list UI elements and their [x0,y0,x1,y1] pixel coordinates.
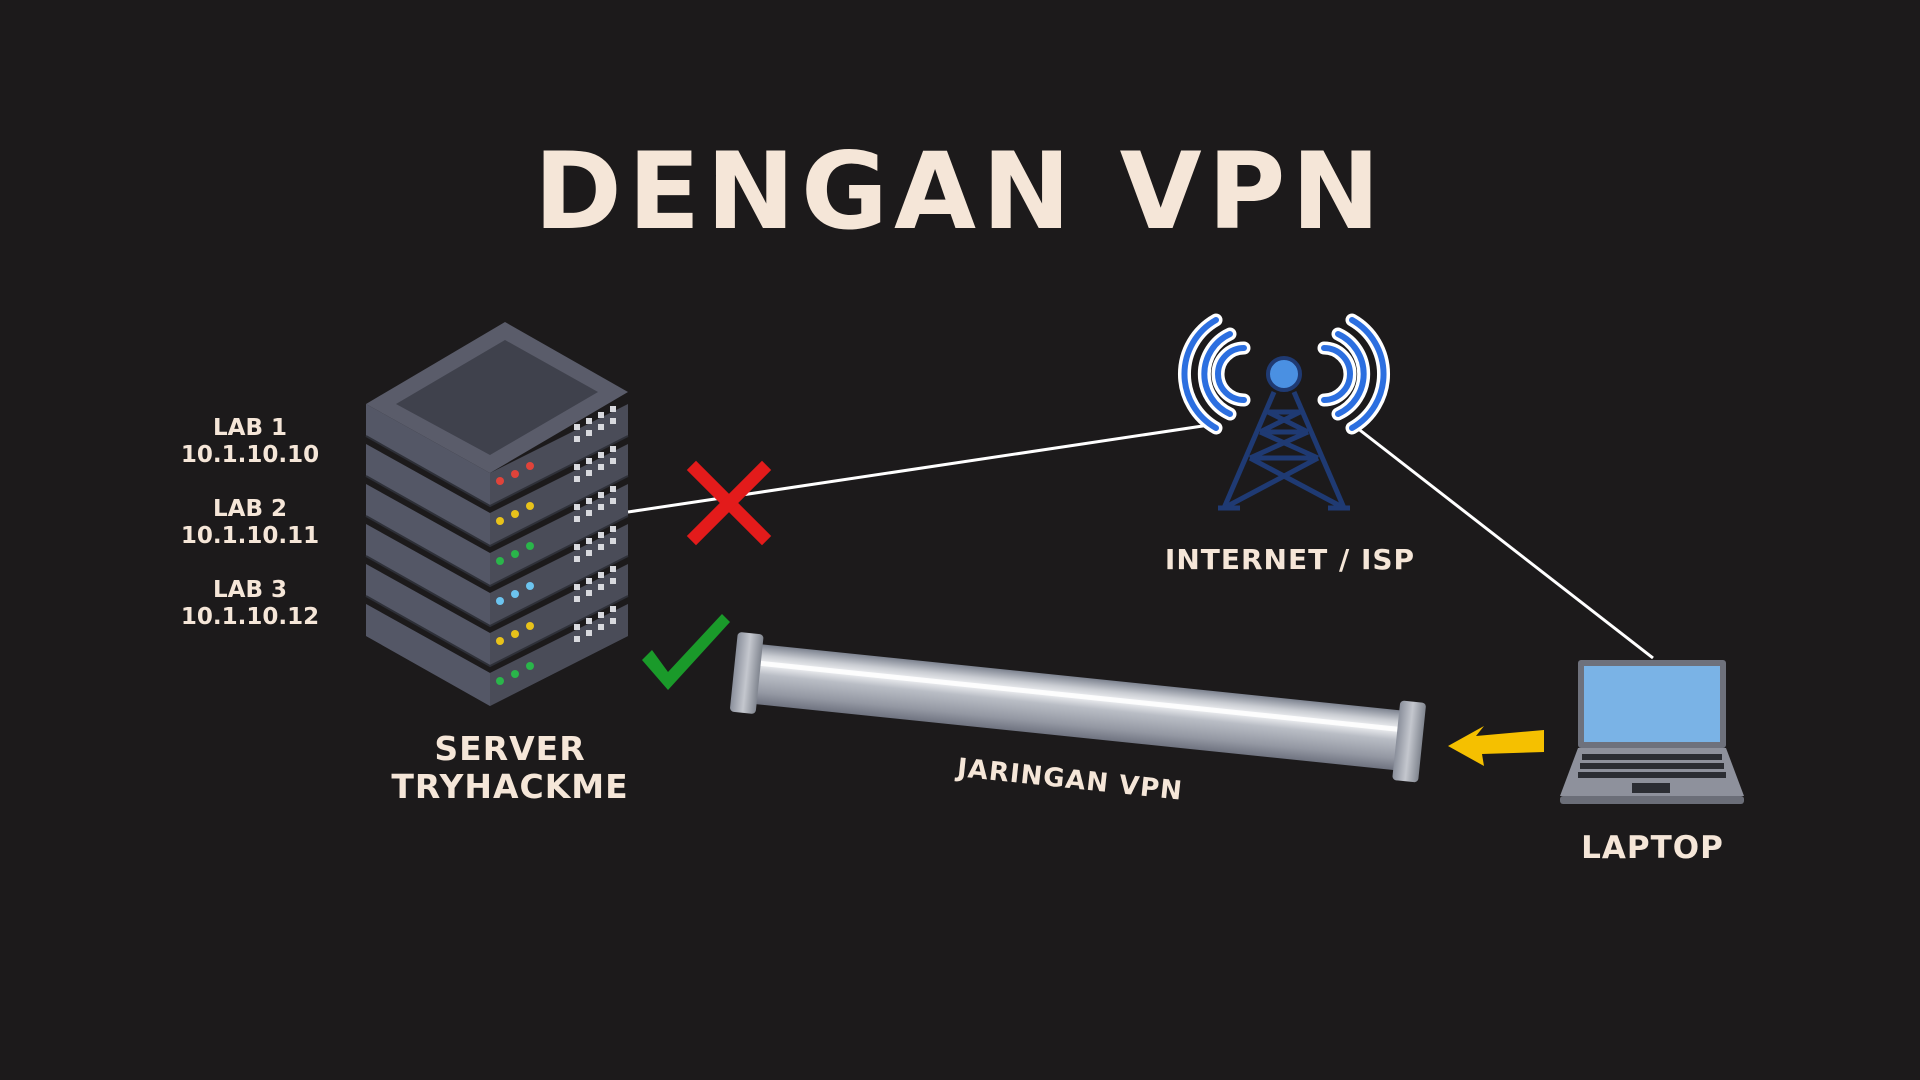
lab-ip: 10.1.10.10 [180,442,320,468]
lab-ip: 10.1.10.11 [180,523,320,549]
server-label-line-2: TRYHACKME [391,767,629,806]
internet-isp-label: INTERNET / ISP [1164,543,1416,576]
green-checkmark-icon [642,614,730,690]
lab-label-2: LAB 2 10.1.10.11 [160,496,340,550]
lab-ip: 10.1.10.12 [180,604,320,630]
vpn-tunnel-pipe [730,632,1426,783]
laptop-icon [1560,660,1744,804]
server-icon [365,322,629,706]
server-label: SERVER TRYHACKME [330,730,690,806]
lab-name: LAB 2 [213,496,287,522]
page-title: DENGAN VPN [533,130,1387,253]
lab-name: LAB 1 [213,415,287,441]
yellow-arrow-icon [1448,726,1544,766]
laptop-label: LAPTOP [1581,830,1724,866]
lab-label-3: LAB 3 10.1.10.12 [160,577,340,631]
internet-tower-icon [1177,313,1391,511]
red-x-icon [686,460,772,546]
server-label-line-1: SERVER [434,729,586,768]
isp-to-laptop-line [1351,422,1654,660]
lab-name: LAB 3 [213,577,287,603]
lab-label-1: LAB 1 10.1.10.10 [160,415,340,469]
